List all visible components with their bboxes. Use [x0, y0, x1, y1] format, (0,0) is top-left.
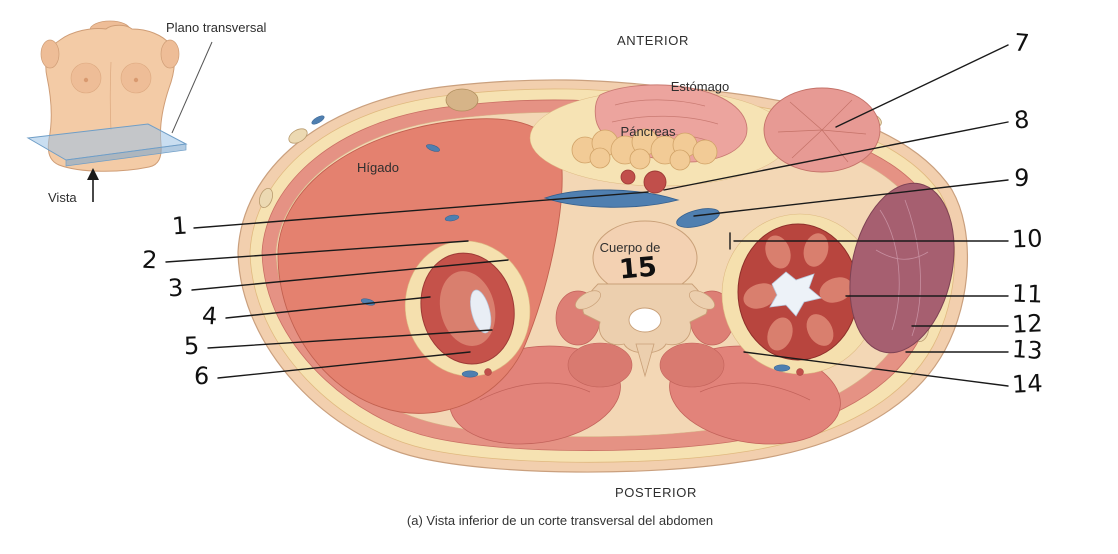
label-anterior: ANTERIOR	[617, 33, 689, 48]
aorta	[643, 170, 667, 194]
number-label-4: 4	[201, 301, 219, 331]
number-label-5: 5	[183, 331, 200, 361]
leader-lines	[165, 44, 1009, 387]
leader-line-9	[693, 179, 1009, 217]
figure-caption: (a) Vista inferior de un corte transvers…	[406, 513, 714, 528]
vertebra-region	[575, 220, 715, 378]
inset-view-label: Vista	[48, 190, 77, 205]
handwritten-answer-15: 15	[617, 251, 659, 286]
number-label-12: 12	[1011, 309, 1044, 339]
plane-label-pointer	[171, 41, 213, 134]
kidney-left-vessels	[461, 368, 492, 378]
leader-line-5	[207, 329, 493, 349]
leader-line-6	[217, 351, 471, 379]
leader-line-1	[193, 191, 649, 229]
number-label-3: 3	[167, 273, 185, 303]
leader-line-4	[225, 296, 431, 319]
inset-plane-label: Plano transversal	[166, 20, 267, 35]
leader-line-2	[165, 240, 469, 263]
number-label-7: 7	[1012, 28, 1031, 58]
kidney-right-region	[721, 213, 879, 376]
gallbladder-section	[445, 88, 479, 112]
leader-line-7	[835, 44, 1009, 128]
number-label-13: 13	[1011, 334, 1044, 366]
renal-pelvis	[769, 271, 822, 317]
organ-label-pancreas: Páncreas	[620, 124, 676, 139]
kidney-left-region	[404, 240, 531, 377]
organ-label-cuerpo-de: Cuerpo de	[599, 240, 661, 255]
body-orientation-inset	[26, 20, 213, 202]
spleen-region	[849, 182, 955, 354]
artery-branch	[620, 169, 636, 185]
organ-label-higado: Hígado	[357, 160, 399, 175]
spinal-canal	[628, 307, 662, 333]
leader-line-14	[743, 351, 1009, 387]
number-label-6: 6	[193, 361, 211, 391]
splenic-vein	[543, 189, 680, 208]
organ-label-estomago: Estómago	[670, 79, 730, 94]
number-label-1: 1	[171, 211, 189, 241]
leader-line-3	[191, 259, 509, 291]
number-label-10: 10	[1011, 224, 1044, 254]
number-label-11: 11	[1011, 279, 1044, 309]
label-posterior: POSTERIOR	[615, 485, 697, 500]
leader-line-8	[663, 121, 1009, 191]
pancreas-region	[571, 128, 718, 171]
number-label-2: 2	[141, 245, 159, 275]
vista-arrow	[87, 168, 99, 202]
transverse-plane	[26, 123, 188, 167]
number-label-14: 14	[1011, 369, 1044, 399]
great-vessels	[543, 169, 720, 228]
number-label-9: 9	[1013, 163, 1031, 193]
number-label-8: 8	[1013, 105, 1031, 135]
spinous-process	[635, 343, 655, 378]
